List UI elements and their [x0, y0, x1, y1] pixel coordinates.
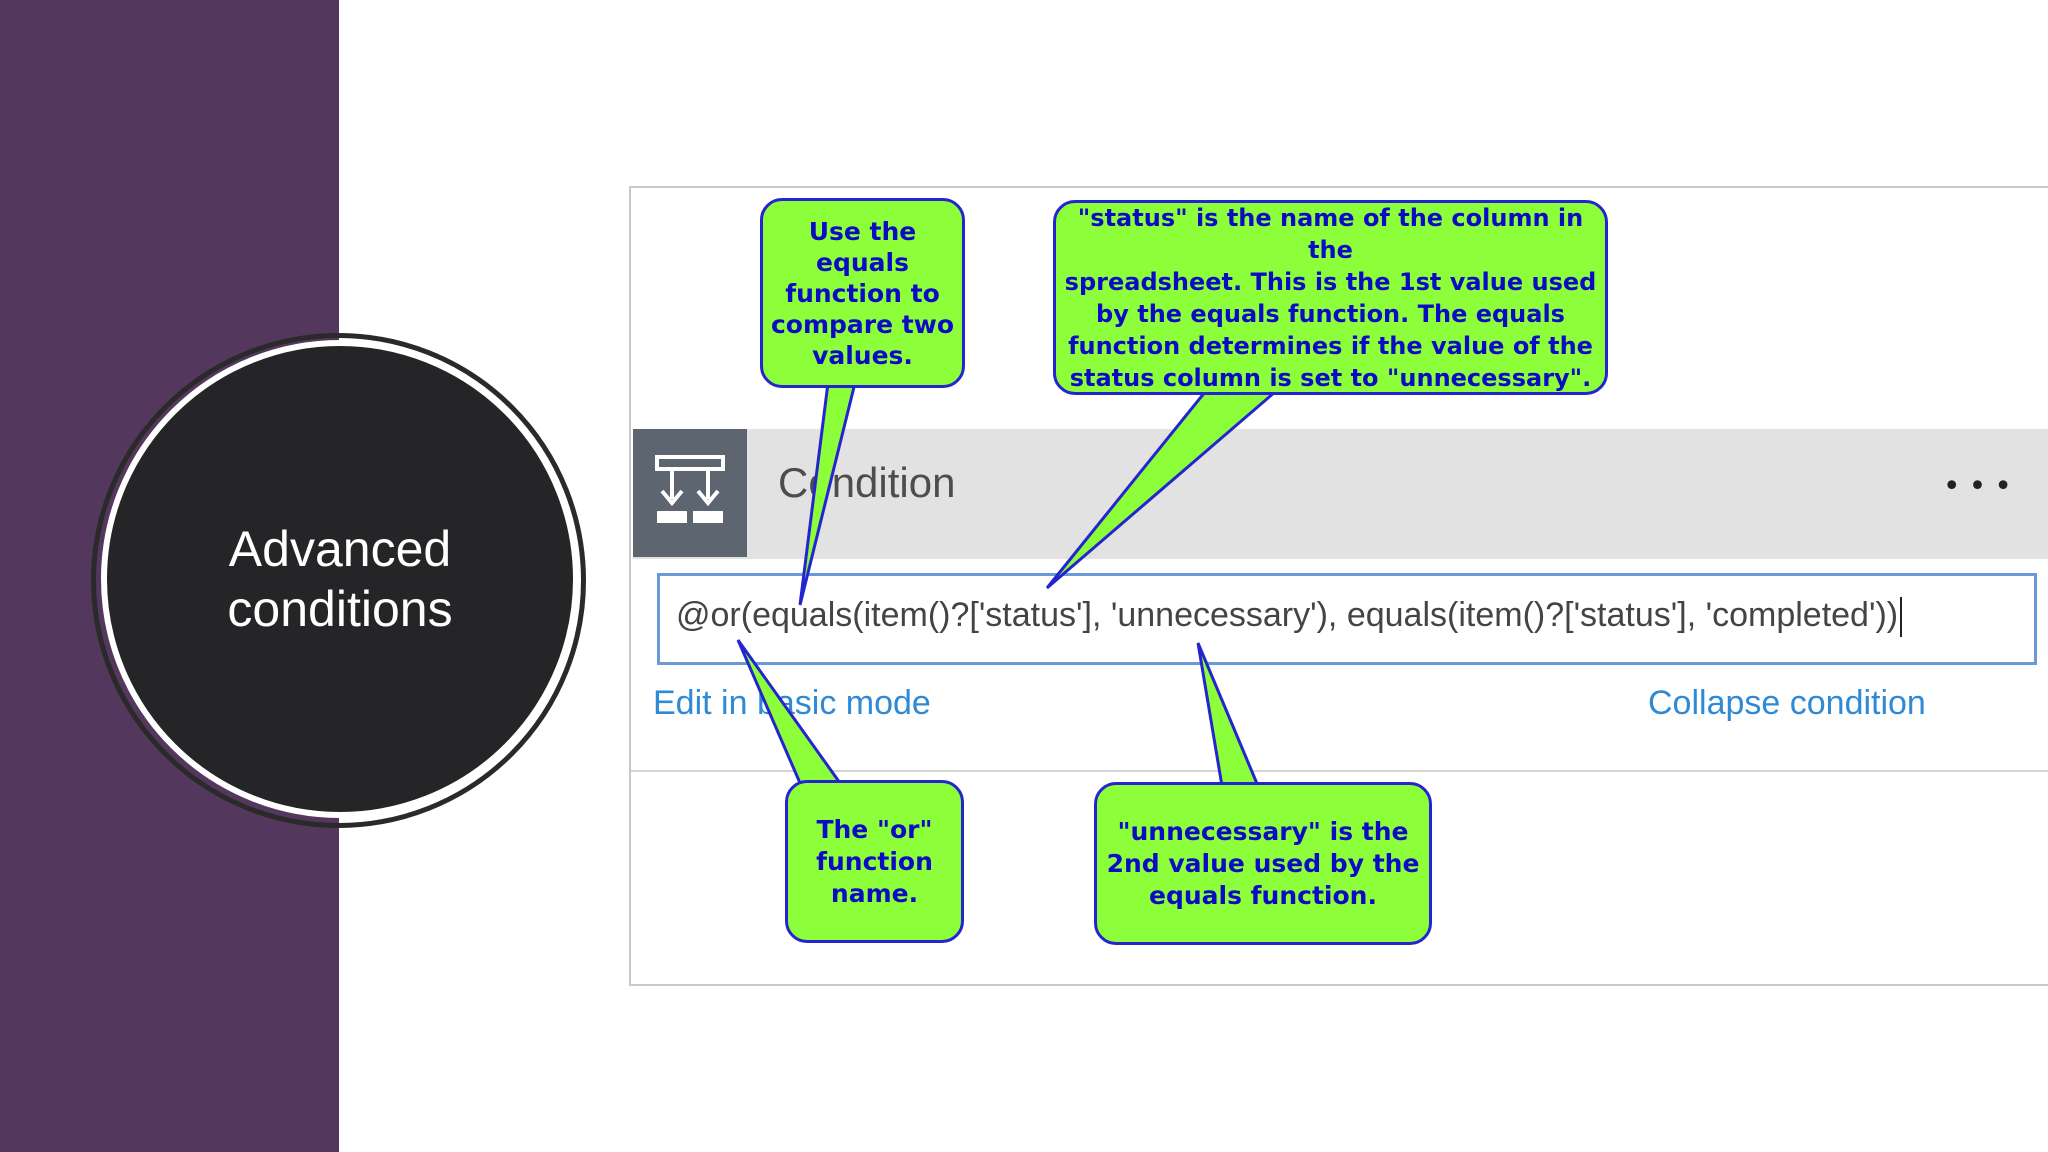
callout-equals-function: Use the equals function to compare two v… — [760, 198, 965, 388]
title-circle-ring — [91, 333, 586, 828]
expression-text: @or(equals(item()?['status'], 'unnecessa… — [676, 596, 1903, 638]
callout-unnecessary-value: "unnecessary" is the 2nd value used by t… — [1094, 782, 1432, 945]
condition-label: Condition — [778, 459, 956, 506]
condition-icon-box — [633, 429, 747, 557]
callout-or-function: The "or" function name. — [785, 780, 964, 943]
condition-header[interactable]: Condition ••• — [633, 429, 2048, 559]
slide-title: Advanced conditions — [227, 521, 453, 637]
edit-in-basic-mode-link[interactable]: Edit in basic mode — [653, 684, 931, 722]
title-circle: Advanced conditions — [101, 340, 579, 818]
condition-branch-icon — [655, 455, 725, 523]
divider — [631, 770, 2048, 772]
callout-status-column: "status" is the name of the column in th… — [1053, 200, 1608, 395]
ellipsis-icon[interactable]: ••• — [1942, 469, 2020, 504]
text-caret — [1900, 597, 1903, 638]
expression-input[interactable]: @or(equals(item()?['status'], 'unnecessa… — [657, 573, 2037, 665]
collapse-condition-link[interactable]: Collapse condition — [1648, 684, 1926, 722]
